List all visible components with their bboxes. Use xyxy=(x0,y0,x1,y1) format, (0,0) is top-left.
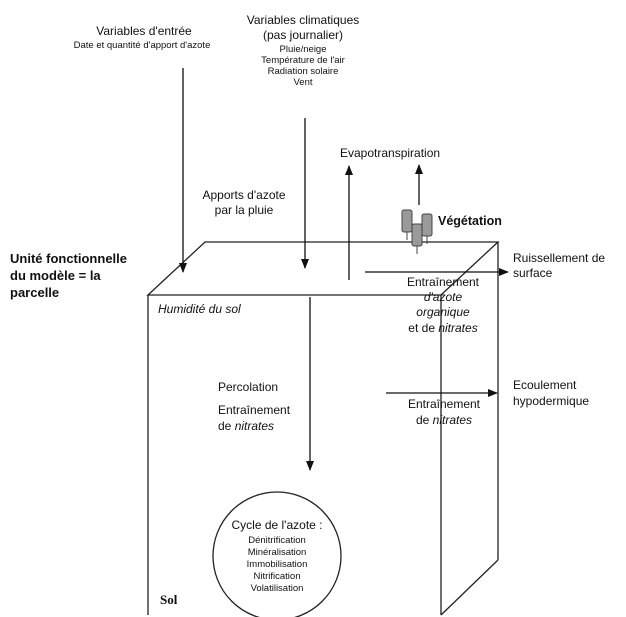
subsurface-flow-label: Ecoulement xyxy=(513,378,577,392)
soil-block xyxy=(146,241,500,616)
surface-entrainment-label: et de nitrates xyxy=(408,321,478,335)
nitrogen-cycle-title: Cycle de l'azote : xyxy=(231,518,323,532)
subsurface-flow-label: hypodermique xyxy=(513,394,590,408)
functional-unit-label: du modèle = la xyxy=(10,268,101,283)
percolation-entrainment-label: de nitrates xyxy=(218,419,275,433)
climate-title: Variables climatiques xyxy=(246,13,360,27)
soil-label: Sol xyxy=(160,592,178,607)
vegetation-label: Végétation xyxy=(438,214,502,228)
rain-nitrogen-label: par la pluie xyxy=(214,203,274,217)
nitrogen-cycle-item: Immobilisation xyxy=(246,559,308,570)
inputs-title: Variables d'entrée xyxy=(96,24,192,38)
soil-block-bottom-right-edge xyxy=(440,559,499,616)
subsurface-entrainment-label: de nitrates xyxy=(415,413,473,427)
inputs-subtitle: Date et quantité d'apport d'azote xyxy=(73,40,211,51)
functional-unit-label: parcelle xyxy=(10,285,60,300)
nitrogen-cycle-item: Minéralisation xyxy=(247,547,307,558)
runoff-label: Ruissellement de xyxy=(513,251,606,265)
percolation-label: Percolation xyxy=(218,380,279,394)
climate-item: Radiation solaire xyxy=(267,66,339,77)
climate-subtitle: (pas journalier) xyxy=(262,28,344,42)
surface-entrainment-label: d'azote xyxy=(423,290,463,304)
climate-item: Température de l'air xyxy=(261,55,345,66)
functional-unit-label: Unité fonctionnelle xyxy=(10,251,127,266)
surface-entrainment-label: Entraînement xyxy=(406,275,480,289)
soil-moisture-label: Humidité du sol xyxy=(158,302,241,316)
subsurface-entrainment-label: Entraînement xyxy=(407,397,481,411)
nitrogen-cycle-circle xyxy=(212,491,342,617)
climate-item: Pluie/neige xyxy=(279,44,327,55)
nitrogen-cycle-item: Nitrification xyxy=(253,571,301,582)
climate-item: Vent xyxy=(293,77,313,88)
runoff-label: surface xyxy=(513,266,553,280)
percolation-entrainment-label: Entraînement xyxy=(218,403,291,417)
vegetation-icon xyxy=(401,209,433,254)
rain-nitrogen-label: Apports d'azote xyxy=(202,188,286,202)
evapotranspiration-label: Evapotranspiration xyxy=(340,146,441,160)
nitrogen-cycle-item: Volatilisation xyxy=(250,583,304,594)
surface-entrainment-label: organique xyxy=(416,305,470,319)
nitrogen-cycle-item: Dénitrification xyxy=(248,535,306,546)
